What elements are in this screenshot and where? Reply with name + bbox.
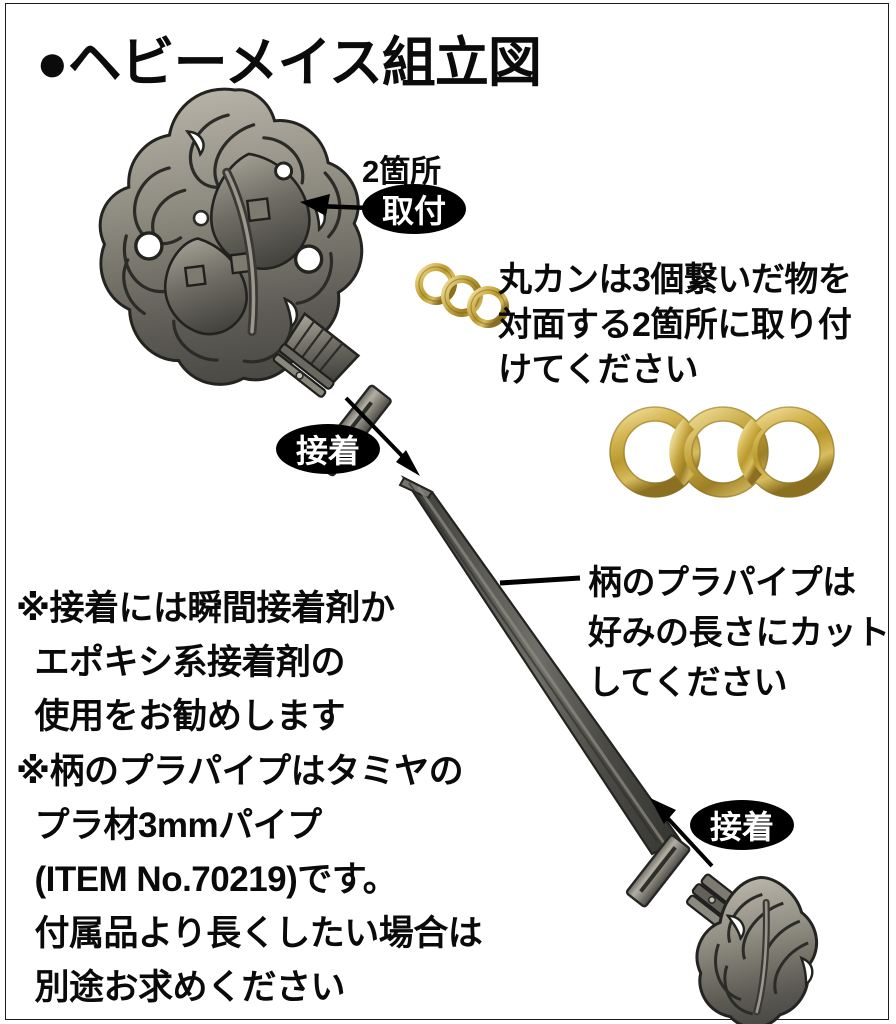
- jump-rings-small-trio: [415, 263, 509, 328]
- page-title: ●ヘビーメイス組立図: [36, 33, 542, 93]
- rings-instruction-text: 丸カンは3個繋いだ物を 対面する2箇所に取り付 けてください: [498, 261, 852, 389]
- plastic-pipe-note-text: ※柄のプラパイプはタミヤの プラ材3mmパイプ (ITEM No.70219)で…: [16, 752, 483, 1007]
- attach-arrow: [300, 194, 371, 216]
- ring-hole-upper: [293, 244, 324, 274]
- pipe-instruction-text: 柄のプラパイプは 好みの長さにカット してください: [588, 564, 890, 702]
- glue-badge-bottom: 接着: [690, 800, 794, 850]
- mace-neck-collar: [272, 311, 361, 398]
- pommel-collar: [686, 873, 742, 929]
- mace-pommel-part: [695, 876, 819, 1024]
- pipe-leader-line: [499, 575, 581, 586]
- jump-rings-large-trio: [609, 406, 835, 498]
- count-note-label: 2箇所: [362, 154, 442, 189]
- glue-badge-top: 接着: [276, 424, 380, 474]
- adhesive-note-text: ※接着には瞬間接着剤か エポキシ系接着剤の 使用をお勧めします: [16, 589, 395, 736]
- pommel-metal-peg: [625, 834, 691, 908]
- attach-badge: 取付: [362, 184, 466, 234]
- mace-head-part: [98, 87, 364, 386]
- ring-hole-lower: [134, 231, 164, 261]
